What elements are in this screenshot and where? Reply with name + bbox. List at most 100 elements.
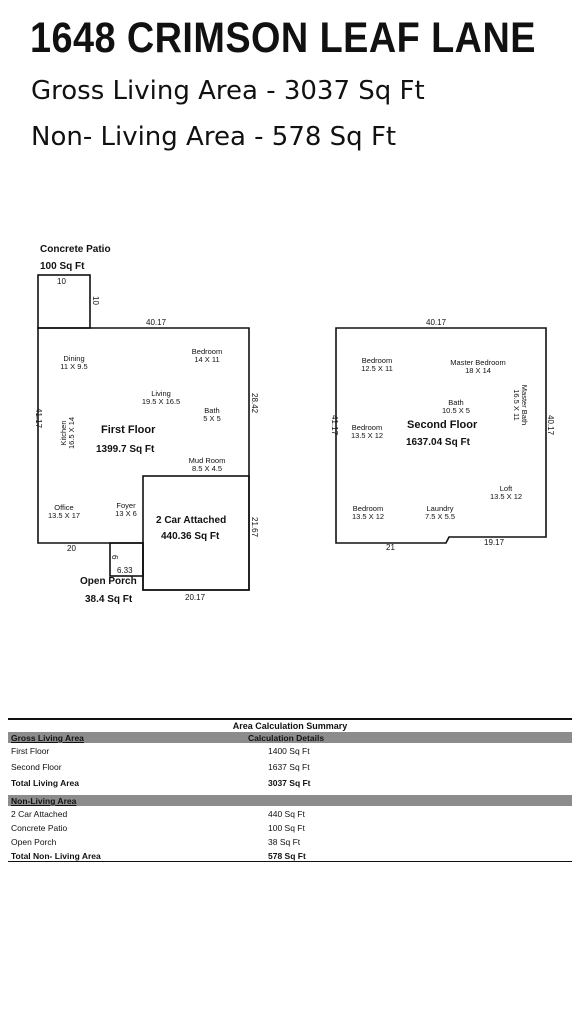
svg-text:13.5 X 12: 13.5 X 12 (490, 492, 522, 501)
second-floor-dimensions: 40.17 41.17 40.17 21 19.17 (330, 318, 555, 552)
first-floor-area: 1399.7 Sq Ft (96, 444, 155, 455)
sf-dim-left: 41.17 (330, 415, 339, 436)
table-row: Second Floor 1637 Sq Ft (11, 762, 310, 772)
ff-dim-bottom-garage: 20.17 (185, 593, 206, 602)
porch-label: Open Porch (80, 576, 137, 587)
svg-text:13.5 X 12: 13.5 X 12 (352, 512, 384, 521)
svg-text:Master Bedroom: Master Bedroom (450, 358, 505, 367)
table-row: First Floor 1400 Sq Ft (11, 746, 310, 756)
garage-area: 440.36 Sq Ft (161, 531, 220, 542)
patio-dim-top: 10 (57, 277, 66, 286)
non-living-header: Non-Living Area (11, 796, 77, 806)
ff-dim-right-upper: 28.42 (250, 393, 259, 414)
total-living-row: Total Living Area 3037 Sq Ft (11, 778, 311, 788)
ff-dim-top: 40.17 (146, 318, 167, 327)
svg-text:12.5 X 11: 12.5 X 11 (361, 364, 393, 373)
second-floor-plan (335, 327, 547, 544)
patio-area: 100 Sq Ft (40, 261, 85, 272)
summary-caption: Area Calculation Summary (232, 721, 348, 731)
table-row: Open Porch 38 Sq Ft (11, 837, 301, 847)
svg-text:Bath: Bath (448, 398, 463, 407)
svg-text:Bedroom: Bedroom (362, 356, 392, 365)
svg-text:16.5 X 11: 16.5 X 11 (512, 389, 521, 421)
first-floor-name: First Floor (101, 424, 156, 436)
table-row: Concrete Patio 100 Sq Ft (11, 823, 305, 833)
svg-text:13.5 X 12: 13.5 X 12 (351, 431, 383, 440)
svg-text:Living: Living (151, 389, 171, 398)
svg-text:19.5 X 16.5: 19.5 X 16.5 (142, 397, 180, 406)
svg-text:Dining: Dining (63, 354, 84, 363)
svg-text:7.5 X 5.5: 7.5 X 5.5 (425, 512, 455, 521)
svg-text:8.5 X 4.5: 8.5 X 4.5 (192, 464, 222, 473)
floor-plan-drawing: Concrete Patio 100 Sq Ft First Floor 139… (34, 244, 555, 605)
floor-plans: Concrete Patio 100 Sq Ft First Floor 139… (0, 230, 585, 610)
svg-text:5 X 5: 5 X 5 (203, 414, 221, 423)
svg-text:Bedroom: Bedroom (353, 504, 383, 513)
svg-text:13.5 X 17: 13.5 X 17 (48, 511, 80, 520)
patio-label: Concrete Patio (40, 244, 111, 255)
non-living-area-line: Non- Living Area - 578 Sq Ft (31, 122, 397, 152)
ff-dim-left: 41.17 (34, 408, 43, 429)
first-floor-callouts: Concrete Patio 100 Sq Ft First Floor 139… (40, 244, 226, 605)
sf-dim-bottom-right: 19.17 (484, 538, 505, 547)
concrete-patio-outline (37, 274, 91, 329)
svg-text:16.5 X 14: 16.5 X 14 (67, 417, 76, 449)
total-non-living-row: Total Non- Living Area 578 Sq Ft (11, 851, 306, 861)
svg-text:Master Bath: Master Bath (520, 385, 529, 425)
garage-outline (142, 475, 250, 591)
patio-dim-side: 10 (91, 296, 100, 305)
first-floor-dimensions: 10 10 40.17 41.17 28.42 21.67 20 20.17 6… (34, 277, 259, 602)
porch-dim-bottom: 6.33 (117, 566, 133, 575)
sf-dim-top: 40.17 (426, 318, 447, 327)
svg-text:Kitchen: Kitchen (59, 420, 68, 445)
area-calculation-summary: Area Calculation Summary Gross Living Ar… (8, 718, 572, 862)
svg-text:Office: Office (54, 503, 73, 512)
svg-text:Bedroom: Bedroom (192, 347, 222, 356)
svg-text:Laundry: Laundry (426, 504, 453, 513)
svg-text:Foyer: Foyer (116, 501, 136, 510)
gross-living-header-row: Gross Living Area Calculation Details (8, 732, 572, 743)
garage-label: 2 Car Attached (156, 515, 226, 526)
sf-dim-right: 40.17 (546, 415, 555, 436)
open-porch-outline (109, 542, 144, 577)
table-row: 2 Car Attached 440 Sq Ft (11, 809, 305, 819)
page-title: 1648 CRIMSON LEAF LANE (30, 14, 536, 62)
gross-living-header: Gross Living Area (11, 733, 84, 743)
porch-area: 38.4 Sq Ft (85, 594, 133, 605)
svg-text:Bedroom: Bedroom (352, 423, 382, 432)
svg-text:11 X 9.5: 11 X 9.5 (60, 362, 87, 371)
svg-text:Mud Room: Mud Room (189, 456, 226, 465)
second-floor-outline (335, 327, 547, 544)
calculation-details-header: Calculation Details (248, 733, 325, 743)
non-living-header-row: Non-Living Area (8, 795, 572, 806)
second-floor-callouts: Second Floor 1637.04 Sq Ft (406, 419, 478, 448)
first-floor-plan (37, 274, 250, 591)
ff-dim-right-lower: 21.67 (250, 517, 259, 538)
svg-text:13 X 6: 13 X 6 (115, 509, 137, 518)
gross-living-area-line: Gross Living Area - 3037 Sq Ft (31, 76, 425, 106)
svg-text:18 X 14: 18 X 14 (465, 366, 491, 375)
svg-text:Loft: Loft (500, 484, 513, 493)
svg-text:14 X 11: 14 X 11 (194, 355, 219, 364)
svg-text:Bath: Bath (204, 406, 219, 415)
sf-dim-bottom-left: 21 (386, 543, 395, 552)
second-floor-name: Second Floor (407, 419, 478, 431)
porch-dim-side: 6 (110, 555, 119, 560)
